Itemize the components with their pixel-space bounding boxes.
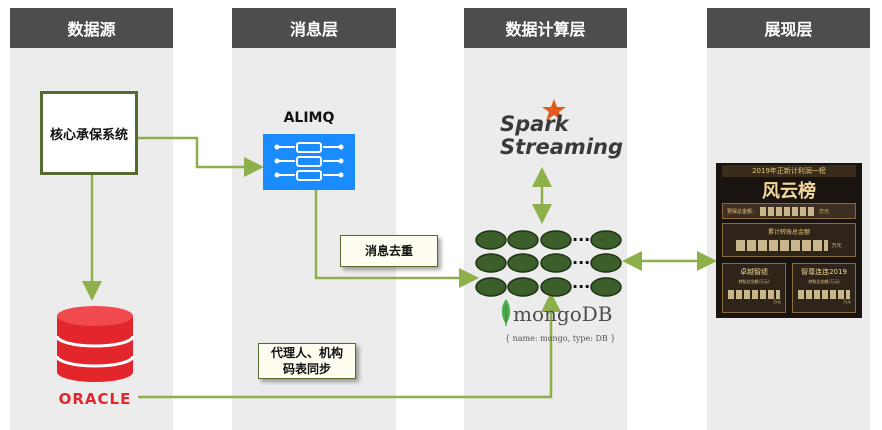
spark-streaming-label: Streaming [500, 135, 623, 159]
spark-star-icon [541, 98, 567, 124]
lane-header-message: 消息层 [232, 8, 396, 48]
dashboard-row1-label: 预保总金额： [727, 208, 758, 215]
core-system-node: 核心承保系统 [40, 91, 138, 175]
dashboard-row2: 累计转账总金额 万元 [722, 223, 856, 257]
dashboard-left-panel-title: 卓越智绩 [740, 268, 768, 276]
lane-header-compute: 数据计算层 [464, 8, 627, 48]
dashboard-right-panel: 智尊连连2019 转账总金额(万元) 万元 [792, 263, 856, 313]
dashboard-left-panel-unit: 万元 [773, 299, 781, 304]
dashboard-right-panel-label: 转账总金额(万元) [808, 279, 840, 284]
alimq-icon [263, 134, 355, 190]
dashboard-row2-label: 累计转账总金额 [767, 229, 810, 236]
dashboard-right-panel-digits [798, 290, 850, 299]
oracle-node: ORACLE [52, 306, 138, 416]
mongodb-disk-row-2 [475, 253, 622, 273]
note-table-sync-line1: 代理人、机构 [270, 346, 343, 360]
dashboard-row1-digits [760, 206, 817, 216]
mongodb-ellipsis-3: ... [572, 273, 591, 292]
dashboard-left-panel-label: 转账总金额(万元) [738, 279, 770, 284]
dashboard-left-panel-digits [728, 290, 780, 299]
note-dedup-label: 消息去重 [364, 244, 413, 258]
dashboard-row2-unit: 万元 [831, 243, 842, 249]
mongodb-label: mongoDB [513, 302, 613, 326]
dashboard-row1-unit: 万元 [819, 208, 830, 215]
alimq-label: ALIMQ [283, 110, 335, 126]
mongodb-ellipsis-1: ... [572, 226, 591, 245]
note-table-sync-line2: 码表同步 [282, 362, 331, 376]
dashboard-right-panel-title: 智尊连连2019 [801, 268, 847, 276]
mongodb-ellipsis-2: ... [572, 249, 591, 268]
mongodb-disk-row-1 [475, 230, 622, 250]
dashboard-row2-digits [736, 240, 829, 251]
dashboard-thumbnail: 2019年正新计利润一榜 风云榜 预保总金额： 万元 累计转账总金额 万元 卓越… [716, 163, 862, 318]
mongodb-disk-row-3 [475, 277, 622, 297]
lane-header-source: 数据源 [10, 8, 173, 48]
arrow-oracle-to-mongodb [138, 292, 561, 399]
oracle-label: ORACLE [58, 390, 132, 408]
dashboard-row1: 预保总金额： 万元 [722, 203, 856, 219]
note-table-sync: 代理人、机构 码表同步 [258, 343, 356, 379]
core-system-label: 核心承保系统 [49, 127, 128, 143]
lane-header-display: 展现层 [707, 8, 870, 48]
note-dedup: 消息去重 [340, 235, 438, 267]
spark-label: Spark [500, 112, 569, 136]
mongodb-leaf-icon [500, 298, 512, 326]
arrow-alimq-to-mongodb [314, 190, 479, 288]
arrow-core-to-alimq [136, 136, 264, 177]
mongodb-sublabel: { name: mongo, type: DB } [505, 334, 616, 343]
dashboard-banner: 2019年正新计利润一榜 [722, 165, 856, 177]
dashboard-left-panel: 卓越智绩 转账总金额(万元) 万元 [722, 263, 786, 313]
dashboard-right-panel-unit: 万元 [843, 299, 851, 304]
dashboard-title: 风云榜 [762, 181, 816, 202]
oracle-database-icon [55, 306, 135, 382]
